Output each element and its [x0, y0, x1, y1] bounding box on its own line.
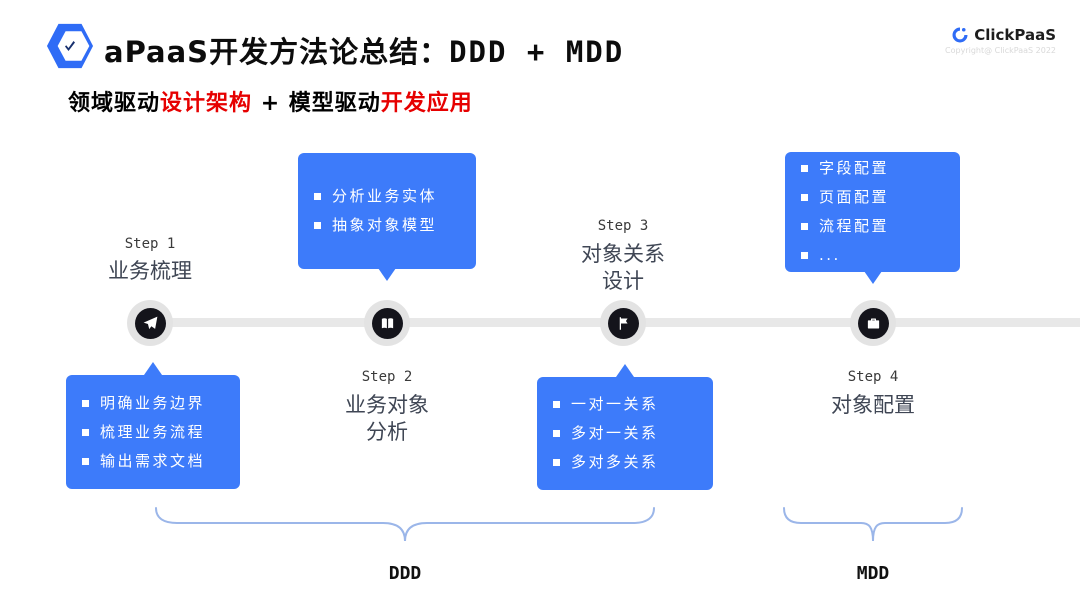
clickpaas-logo: ClickPaaS Copyright@ ClickPaaS 2022	[945, 26, 1056, 55]
step4-title-line: 对象配置	[831, 393, 915, 417]
step3-title-line1: 对象关系	[581, 242, 665, 266]
subtitle-part2-red: 设计架构	[160, 91, 253, 116]
page-title-suffix: DDD + MDD	[449, 35, 625, 69]
bullet-square-icon	[82, 399, 89, 407]
callout-item-text: 抽象对象模型	[332, 216, 438, 234]
page-title: aPaaS开发方法论总结：DDD + MDD	[104, 29, 624, 71]
briefcase-icon	[867, 318, 879, 328]
node-core	[857, 307, 889, 339]
step2-title-line1: 业务对象	[345, 393, 429, 417]
callout-item-text: 分析业务实体	[332, 187, 438, 205]
callout-item: 分析业务实体	[314, 182, 460, 211]
clickpaas-logo-icon	[951, 26, 969, 44]
callout-item-text: ...	[819, 246, 841, 264]
callout-item: 梳理业务流程	[82, 418, 224, 447]
callout-item: 一对一关系	[553, 390, 697, 419]
callout-pointer-step3	[616, 364, 634, 377]
callout-item: 输出需求文档	[82, 447, 224, 476]
callout-item-text: 字段配置	[819, 159, 890, 177]
callout-item: 流程配置	[801, 212, 944, 241]
callout-item-text: 明确业务边界	[100, 393, 206, 412]
logo-row: ClickPaaS	[945, 26, 1056, 44]
callout-item-text: 输出需求文档	[100, 451, 206, 470]
callout-item-text: 流程配置	[819, 217, 890, 235]
book-icon	[381, 317, 393, 328]
mdd-brace	[783, 507, 963, 549]
callout-item: 页面配置	[801, 183, 944, 212]
subtitle: 领域驱动设计架构 + 模型驱动开发应用	[68, 85, 473, 117]
step4-label: Step 4	[847, 369, 899, 385]
bullet-square-icon	[82, 428, 89, 436]
callout-pointer-step2	[378, 268, 396, 281]
timeline-node-step3	[600, 300, 646, 346]
check-icon	[65, 41, 75, 51]
title-hexagon-icon	[46, 22, 94, 70]
callout-pointer-step1	[144, 362, 162, 375]
bullet-square-icon	[801, 252, 808, 259]
step1-title: 业务梳理	[108, 258, 192, 285]
step1-title-line: 业务梳理	[108, 259, 192, 283]
page-title-prefix: aPaaS开发方法论总结：	[104, 35, 450, 69]
bullet-square-icon	[801, 223, 808, 230]
callout-step2: 分析业务实体 抽象对象模型	[298, 153, 476, 269]
callout-step4: 字段配置 页面配置 流程配置 ...	[785, 152, 960, 272]
callout-step3: 一对一关系 多对一关系 多对多关系	[537, 377, 713, 490]
step2-title: 业务对象 分析	[345, 392, 429, 446]
node-core	[371, 307, 403, 339]
callout-item: 多对一关系	[553, 419, 697, 448]
timeline-node-step2	[364, 300, 410, 346]
bullet-square-icon	[314, 193, 321, 200]
callout-item-text: 一对一关系	[571, 395, 659, 413]
step2-title-line2: 分析	[366, 420, 408, 444]
callout-item: 字段配置	[801, 154, 944, 183]
step4-title: 对象配置	[831, 392, 915, 419]
timeline-node-step4	[850, 300, 896, 346]
bullet-square-icon	[801, 194, 808, 201]
step1-label: Step 1	[124, 236, 176, 252]
copyright-text: Copyright@ ClickPaaS 2022	[945, 46, 1056, 55]
step3-label: Step 3	[597, 218, 649, 234]
bullet-square-icon	[314, 222, 321, 229]
step3-title-line2: 设计	[602, 269, 644, 293]
step2-label: Step 2	[361, 369, 413, 385]
clickpaas-logo-text: ClickPaaS	[974, 26, 1056, 44]
bullet-square-icon	[82, 457, 89, 465]
bullet-square-icon	[553, 401, 560, 408]
subtitle-part3: + 模型驱动	[252, 91, 381, 116]
node-core	[134, 307, 166, 339]
subtitle-part4-red: 开发应用	[380, 91, 473, 116]
callout-item-text: 多对一关系	[571, 424, 659, 442]
callout-item: 多对多关系	[553, 448, 697, 477]
ddd-brace	[155, 507, 655, 549]
callout-pointer-step4	[864, 271, 882, 284]
subtitle-part1: 领域驱动	[68, 91, 161, 116]
bullet-square-icon	[553, 459, 560, 466]
callout-step1: 明确业务边界 梳理业务流程 输出需求文档	[66, 375, 240, 489]
callout-item-text: 梳理业务流程	[100, 422, 206, 441]
flag-icon	[619, 316, 628, 330]
paper-plane-icon	[143, 316, 157, 329]
callout-item-text: 多对多关系	[571, 453, 659, 471]
node-core	[607, 307, 639, 339]
callout-item: 抽象对象模型	[314, 211, 460, 240]
callout-item: 明确业务边界	[82, 389, 224, 418]
callout-item: ...	[801, 241, 944, 270]
step3-title: 对象关系 设计	[581, 241, 665, 295]
timeline-node-step1	[127, 300, 173, 346]
bullet-square-icon	[553, 430, 560, 437]
bullet-square-icon	[801, 165, 808, 172]
ddd-group-label: DDD	[388, 563, 422, 584]
callout-item-text: 页面配置	[819, 188, 890, 206]
mdd-group-label: MDD	[856, 563, 890, 584]
